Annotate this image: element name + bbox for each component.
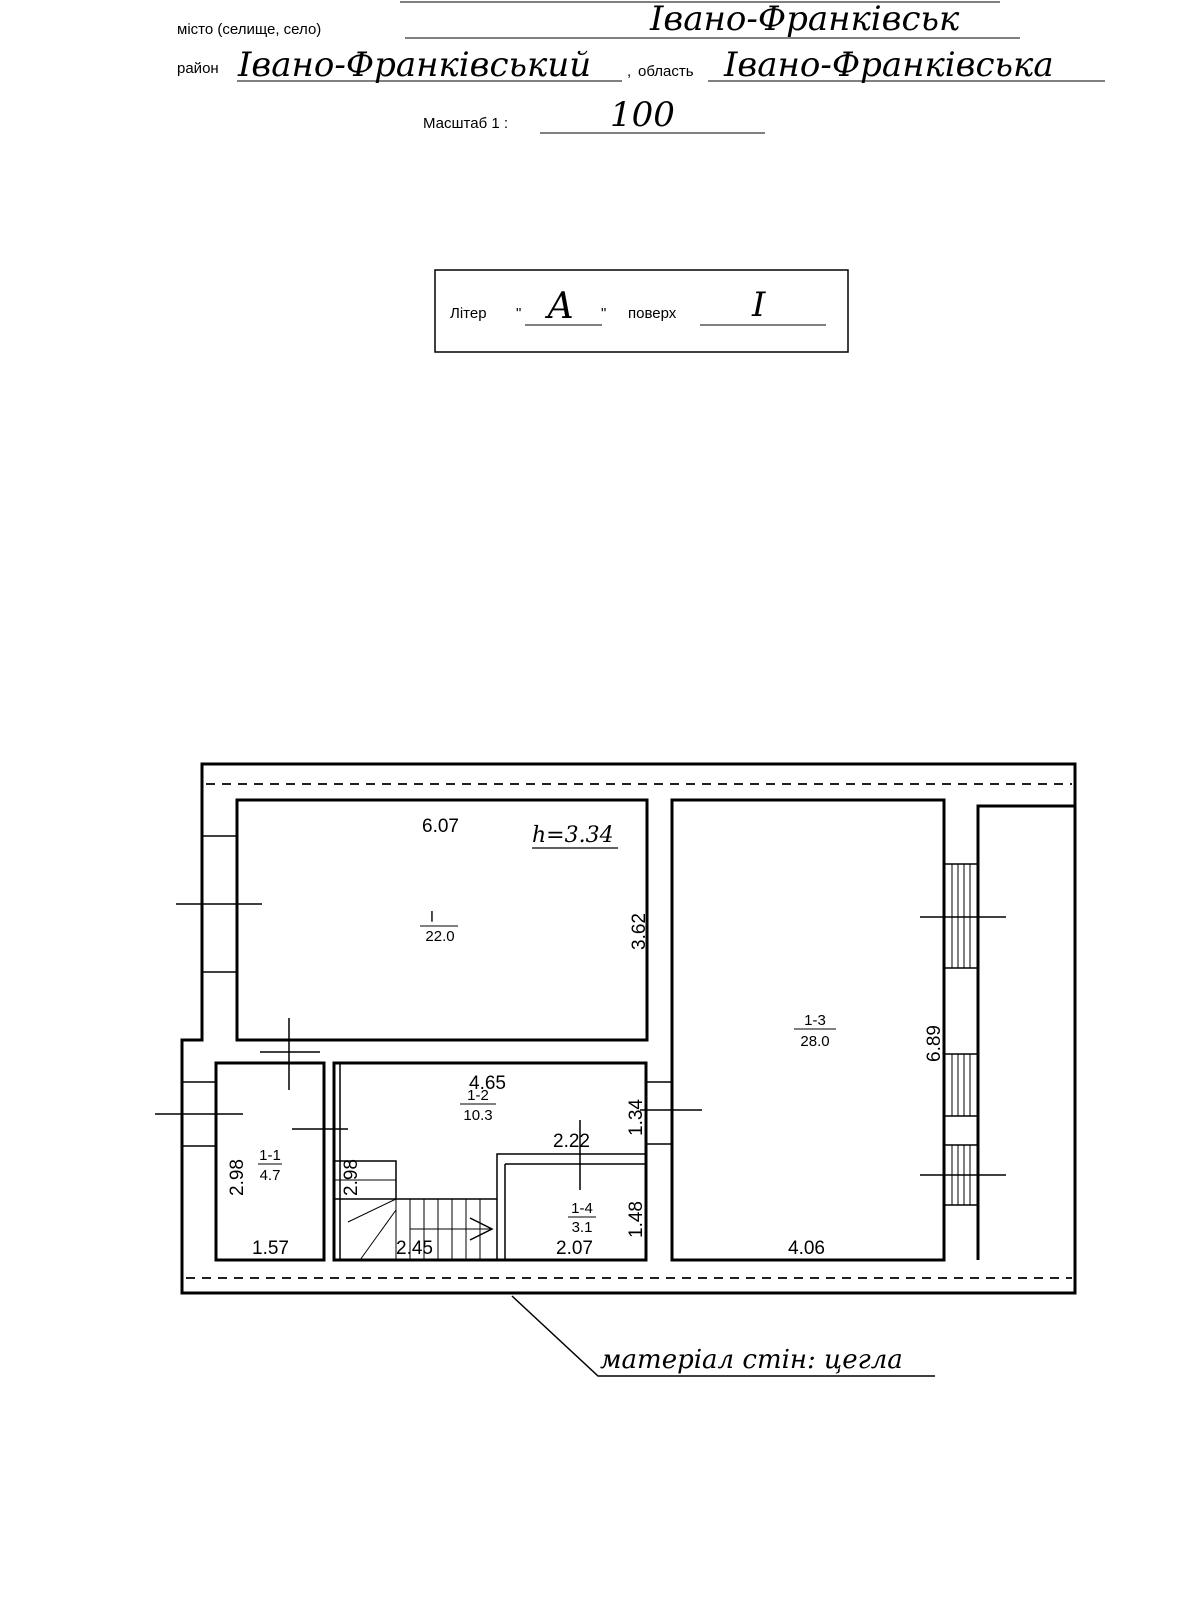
floor-label: поверх bbox=[628, 305, 677, 322]
floor-plan: I 22.0 1-1 4.7 1-2 10.3 1-3 28.0 1-4 3.1… bbox=[155, 762, 1077, 1377]
scale-label: Масштаб 1 : bbox=[423, 115, 508, 132]
dim-room-1-4-top: 2.22 bbox=[553, 1131, 590, 1152]
material-note: матеріал стін: цегла bbox=[600, 1345, 903, 1375]
room-I-label: I bbox=[430, 908, 434, 925]
city-value: Івано-Франківськ bbox=[649, 0, 960, 39]
right-strip bbox=[976, 804, 1075, 1260]
right-window-upper bbox=[943, 863, 979, 969]
dim-room-1-2-width: 4.65 bbox=[469, 1073, 506, 1094]
material-leader bbox=[511, 1295, 935, 1377]
room-1-2-label: 1-2 bbox=[467, 1087, 489, 1104]
dim-room-1-4-width: 2.07 bbox=[556, 1238, 593, 1259]
title-box bbox=[434, 269, 849, 353]
room-1-4-area: 3.1 bbox=[572, 1219, 593, 1236]
dim-room-I-width: 6.07 bbox=[422, 816, 459, 837]
room-1-4-label: 1-4 bbox=[571, 1200, 593, 1217]
dim-room-1-3-width: 4.06 bbox=[788, 1238, 825, 1259]
room-I-area: 22.0 bbox=[425, 928, 454, 945]
room-1-2-area: 10.3 bbox=[463, 1107, 492, 1124]
dim-room-1-1-depth: 2.98 bbox=[227, 1159, 248, 1196]
floor-value: І bbox=[751, 285, 766, 325]
district-label: район bbox=[177, 60, 219, 77]
room-1-4 bbox=[496, 1153, 647, 1261]
outer-wall bbox=[180, 762, 1077, 1295]
dim-room-1-1-width: 1.57 bbox=[252, 1238, 289, 1259]
litera-value: А bbox=[544, 286, 574, 327]
litera-label: Літер bbox=[450, 305, 487, 322]
room-1-3-label: 1-3 bbox=[804, 1012, 826, 1029]
dim-room-I-depth: 3.62 bbox=[629, 913, 650, 950]
height-note: h=3.34 bbox=[532, 823, 614, 848]
dim-room-1-3-depth: 6.89 bbox=[924, 1025, 945, 1062]
dim-room-1-4-depth: 1.48 bbox=[626, 1201, 647, 1238]
litera-quote-open: " bbox=[516, 305, 521, 322]
dim-stair-width: 2.45 bbox=[396, 1238, 433, 1259]
dim-opening-height: 1.34 bbox=[626, 1099, 647, 1136]
room-1-3 bbox=[670, 798, 946, 1262]
room-1-3-area: 28.0 bbox=[800, 1033, 829, 1050]
right-windows bbox=[920, 863, 1006, 1206]
room-1-1-area: 4.7 bbox=[260, 1167, 281, 1184]
district-value: Івано-Франківський bbox=[237, 45, 591, 85]
region-comma: , bbox=[627, 63, 631, 80]
region-value: Івано-Франківська bbox=[723, 45, 1054, 85]
staircase bbox=[333, 1063, 497, 1261]
dim-room-1-2-depth: 2.98 bbox=[341, 1159, 362, 1196]
city-label: місто (селище, село) bbox=[177, 21, 321, 38]
litera-quote-close: " bbox=[601, 305, 606, 322]
room-1-1-label: 1-1 bbox=[259, 1147, 281, 1164]
region-label: область bbox=[638, 63, 694, 80]
room-1-1 bbox=[214, 1061, 326, 1262]
scale-value: 100 bbox=[610, 95, 675, 135]
right-window-middle bbox=[943, 1053, 979, 1117]
opening-1-2-1-3 bbox=[645, 1081, 673, 1145]
